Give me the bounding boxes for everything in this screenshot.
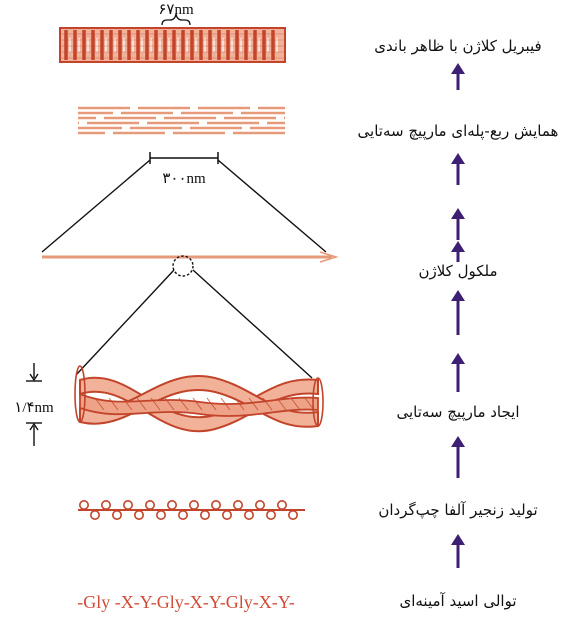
alpha-chain-bead [134,509,145,520]
zoom-line-left-2 [75,269,175,376]
quarter-staggered-assembly [78,106,285,135]
stage-label-alpha-chain: تولید زنجیر آلفا چپ‌گردان [378,501,537,520]
magnify-circle [172,255,194,277]
alpha-chain-bead [178,509,189,520]
alpha-chain-bead [112,509,123,520]
alpha-chain-bead [167,499,178,510]
helix-hatch-line [108,397,119,411]
helix-diameter-marker: ۱/۴nm [14,363,54,446]
progression-arrow-head [451,208,465,219]
alpha-chain-bead [287,509,298,520]
helix-hatch-line [206,397,217,411]
helix-hatch-line [248,397,259,411]
helix-hatch-line [262,397,273,411]
zoom-line-left [41,159,151,253]
zoom-line-right [217,159,327,253]
fibril-period-marker: ۶۷nm [158,2,194,26]
amino-acid-sequence: -Gly -X-Y-Gly-X-Y-Gly-X-Y- [77,592,294,612]
stage-label-quarter-stagger: همایش ربع-پله‌ای مارپیچ سه‌تایی [358,122,559,141]
alpha-chain-bead [189,499,200,510]
fibril-bands [60,30,285,60]
alpha-chain-bead [123,499,134,510]
progression-arrow-head [451,241,465,252]
helix-hatch-line [234,397,245,411]
collagen-molecule [42,251,339,277]
alpha-chain-bead [255,499,266,510]
progression-arrow-head [451,63,465,74]
helix-hatch-line [94,397,105,411]
stage-label-fibril: فیبریل کلاژن با ظاهر باندی [374,37,541,55]
helix-hatch-line [150,397,161,411]
alpha-chain-bead [79,499,90,510]
helix-hatch-line [220,397,231,411]
stage-label-amino-acid-sequence: توالی اسید آمینه‌ای [399,592,516,610]
progression-arrow-head [451,534,465,545]
stage-label-triple-helix: ایجاد مارپیچ سه‌تایی [396,403,519,422]
alpha-chain-bead [211,499,222,510]
alpha-chain-bead [233,499,244,510]
helix-hatch-line [164,397,175,411]
alpha-chain-bead [145,499,156,510]
helix-hatch-line [290,397,301,411]
helix-hatch-line [136,397,147,411]
helix-hatch-line [178,397,189,411]
helix-hatch-line [192,397,203,411]
alpha-chain-bead [101,499,112,510]
helix-diameter-label: ۱/۴nm [14,400,54,416]
progression-arrow-head [451,353,465,364]
stage-label-collagen-molecule: ملکول کلاژن [418,262,497,280]
zoom-line-right-2 [192,269,313,379]
banded-fibril [59,27,286,63]
alpha-chain-bead [90,509,101,520]
triple-helix [74,365,324,433]
molecule-length-marker: ۳۰۰nm [149,152,219,187]
alpha-chain-bead [200,509,211,520]
alpha-chain-bead [276,499,287,510]
progression-arrow-head [451,153,465,164]
alpha-chain-bead [222,509,233,520]
progression-arrows [451,63,465,568]
alpha-chain-bead [156,509,167,520]
progression-arrow-head [451,436,465,447]
fibril-period-label: ۶۷nm [158,2,194,18]
alpha-chain-bead [244,509,255,520]
alpha-chain [78,499,305,520]
progression-arrow-head [451,290,465,301]
alpha-chain-bead [265,509,276,520]
molecule-length-label: ۳۰۰nm [162,171,206,187]
helix-hatch-line [122,397,133,411]
helix-hatch-line [276,397,287,411]
